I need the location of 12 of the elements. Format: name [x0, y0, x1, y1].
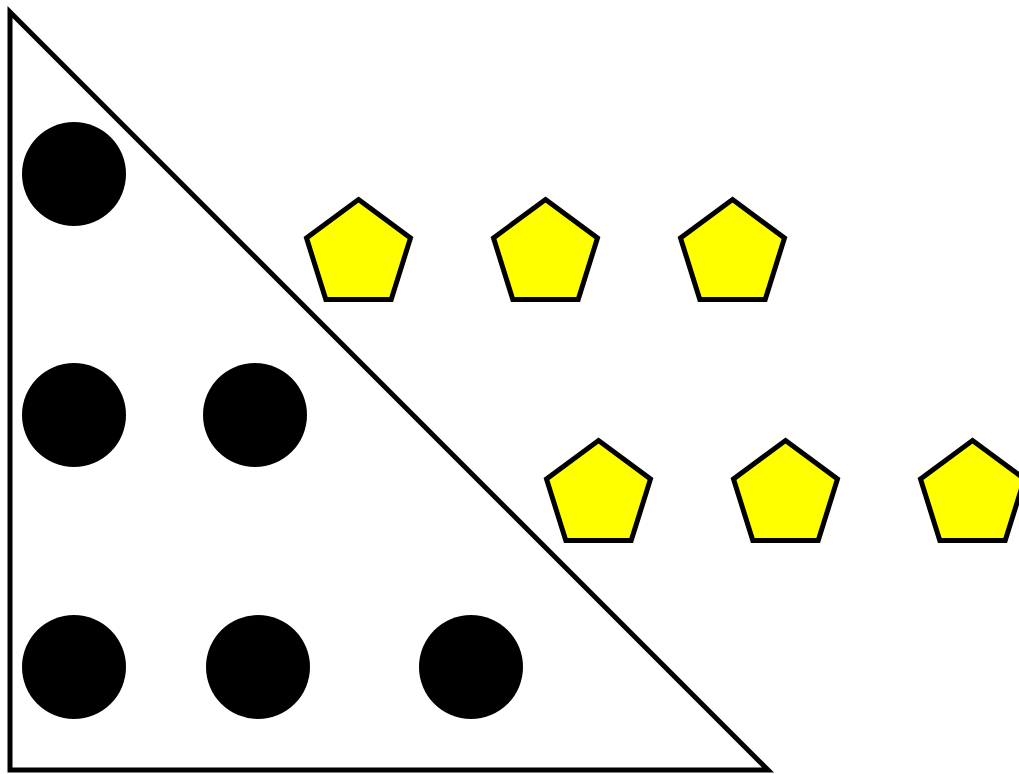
- pentagon-shape: [731, 438, 840, 543]
- dot: [203, 363, 307, 467]
- dot: [22, 122, 126, 226]
- pentagon-shape: [678, 197, 787, 302]
- dot: [419, 615, 523, 719]
- pentagon-shape: [304, 197, 413, 302]
- dot: [22, 615, 126, 719]
- pentagon-shape: [918, 438, 1019, 543]
- dot: [22, 363, 126, 467]
- pentagon-shape: [544, 438, 653, 543]
- pentagon-shape: [491, 197, 600, 302]
- dot: [206, 615, 310, 719]
